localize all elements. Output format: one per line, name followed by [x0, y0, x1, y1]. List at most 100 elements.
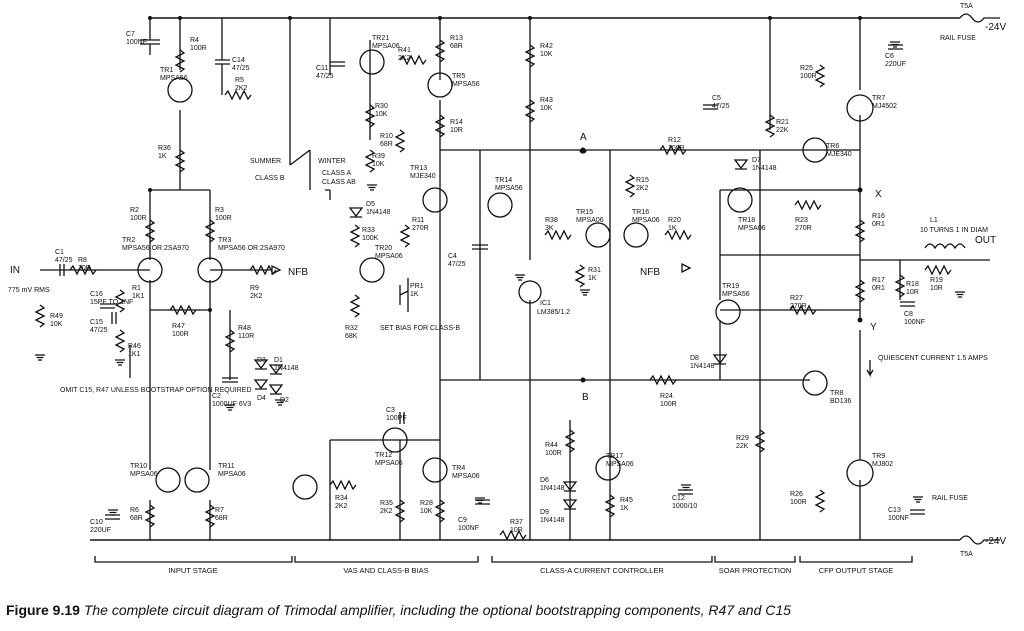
resistor-ref: R37 — [510, 519, 523, 526]
resistor-value: 1K — [588, 275, 597, 282]
resistor-ref: R12 — [668, 137, 681, 144]
nfb-label-1: NFB — [288, 267, 308, 278]
transistor-type: MPSA56 — [160, 75, 188, 82]
node-a-label: A — [580, 132, 587, 143]
node-x-label: X — [875, 189, 882, 200]
switch-winter-label: WINTER — [318, 158, 346, 165]
resistor-value: 100K — [362, 235, 379, 242]
diode-value: 1N4148 — [540, 517, 565, 524]
resistor-ref: R3 — [215, 207, 224, 214]
transistor-ref: TR15 — [576, 209, 593, 216]
transistor-type: MPSA56 OR 2SA970 — [122, 245, 189, 252]
resistor-ref: R33 — [362, 227, 375, 234]
resistor-value: 1K — [668, 225, 677, 232]
capacitor-ref: C16 — [90, 291, 103, 298]
resistor-value: 2K2 — [235, 85, 248, 92]
transistor-ref: TR20 — [375, 245, 392, 252]
resistor-ref: R48 — [238, 325, 251, 332]
node-y-label: Y — [870, 322, 877, 333]
resistor-ref: R6 — [130, 507, 139, 514]
diode-ref: D7 — [752, 157, 761, 164]
capacitor-value: 47/25 — [712, 103, 730, 110]
transistor-type: MPSA56 — [452, 81, 480, 88]
capacitor-value: 100NF — [126, 39, 147, 46]
resistor-ref: R11 — [412, 217, 424, 224]
resistor-value: 2K2 — [250, 293, 263, 300]
resistor-value: 3K — [545, 225, 554, 232]
resistor-ref: R38 — [545, 217, 558, 224]
resistor-value: 2K2 — [380, 508, 393, 515]
resistor-value: 100R — [172, 331, 189, 338]
resistor-ref: R31 — [588, 267, 601, 274]
capacitor-value: 47/25 — [90, 327, 108, 334]
transistor-ref: TR10 — [130, 463, 147, 470]
transistor-type: MPSA56 OR 2SA970 — [218, 245, 285, 252]
resistor-value: 68R — [130, 515, 143, 522]
resistor-value: 100R — [190, 45, 207, 52]
resistor-value: 100R — [800, 73, 817, 80]
transistor-ref: TR14 — [495, 177, 512, 184]
transistor-ref: TR19 — [722, 283, 739, 290]
diode-value: 1N4148 — [540, 485, 565, 492]
transistor-type: MPSA56 — [495, 185, 523, 192]
resistor-value: 22K — [776, 127, 789, 134]
resistor-value: 1K1 — [128, 351, 141, 358]
resistor-ref: R36 — [158, 145, 171, 152]
capacitor-value: 100NF — [458, 525, 479, 532]
resistor-value: 10R — [906, 289, 919, 296]
figure-number: Figure 9.19 — [6, 602, 80, 618]
transistor-ref: TR11 — [218, 463, 235, 470]
section-soar-protection: SOAR PROTECTION — [719, 566, 792, 575]
transistor-ref: TR5 — [452, 73, 465, 80]
switch-class-b-label: CLASS B — [255, 175, 285, 182]
resistor-ref: R44 — [545, 442, 558, 449]
transistor-type: MPSA06 — [452, 473, 480, 480]
transistor-ref: TR7 — [872, 95, 885, 102]
transistor-type: MPSA06 — [606, 461, 634, 468]
input-label: IN — [10, 265, 20, 276]
capacitor-ref: C8 — [904, 311, 913, 318]
transistor-type: MPSA06 — [375, 460, 403, 467]
transistor-ref: TR21 — [372, 35, 389, 42]
transistor-type: MJE340 — [826, 151, 852, 158]
fuse-top-label: T5A — [960, 3, 973, 10]
resistor-value: 100R — [130, 215, 147, 222]
capacitor-value: 220UF — [90, 527, 111, 534]
resistor-value: 2K2 — [335, 503, 348, 510]
resistor-ref: R41 — [398, 47, 411, 54]
node-b-label: B — [582, 392, 589, 403]
transistor-type: MPSA06 — [632, 217, 660, 224]
capacitor-ref: C12 — [672, 495, 685, 502]
resistor-ref: R47 — [172, 323, 185, 330]
diode-value: 1N4148 — [366, 209, 391, 216]
resistor-value: 100R — [790, 499, 807, 506]
capacitor-value: 47/25 — [316, 73, 334, 80]
resistor-value: 10K — [540, 51, 553, 58]
output-label: OUT — [975, 235, 996, 246]
section-cfp-output: CFP OUTPUT STAGE — [819, 566, 894, 575]
resistor-value: 100R — [660, 401, 677, 408]
quiescent-note: QUIESCENT CURRENT 1.5 AMPS — [878, 355, 988, 362]
resistor-value: 100R — [215, 215, 232, 222]
transistor-ref: TR2 — [122, 237, 135, 244]
diode-ref: D1 — [274, 357, 283, 364]
resistor-value: 10R — [510, 527, 523, 534]
transistor-ref: TR17 — [606, 453, 623, 460]
capacitor-ref: C6 — [885, 53, 894, 60]
component-labels: R4100RR52K2R361KR2100RR3100RR810RR4910KR… — [50, 31, 943, 534]
capacitor-ref: C2 — [212, 393, 221, 400]
resistor-ref: R23 — [795, 217, 808, 224]
resistor-ref: R15 — [636, 177, 649, 184]
section-class-a-controller: CLASS-A CURRENT CONTROLLER — [540, 566, 664, 575]
resistor-ref: R49 — [50, 313, 63, 320]
capacitor-ref: C14 — [232, 57, 245, 64]
switch-class-ab-label: CLASS AB — [322, 179, 356, 186]
capacitor-value: 1000/10 — [672, 503, 697, 510]
ic1-type: LM385/1.2 — [537, 309, 570, 316]
resistor-ref: R13 — [450, 35, 463, 42]
resistor-value: 270R — [795, 225, 812, 232]
resistor-value: 1K — [620, 505, 629, 512]
resistor-ref: R27 — [790, 295, 803, 302]
transistor-ref: TR18 — [738, 217, 755, 224]
transistor-type: MPSA06 — [218, 471, 246, 478]
